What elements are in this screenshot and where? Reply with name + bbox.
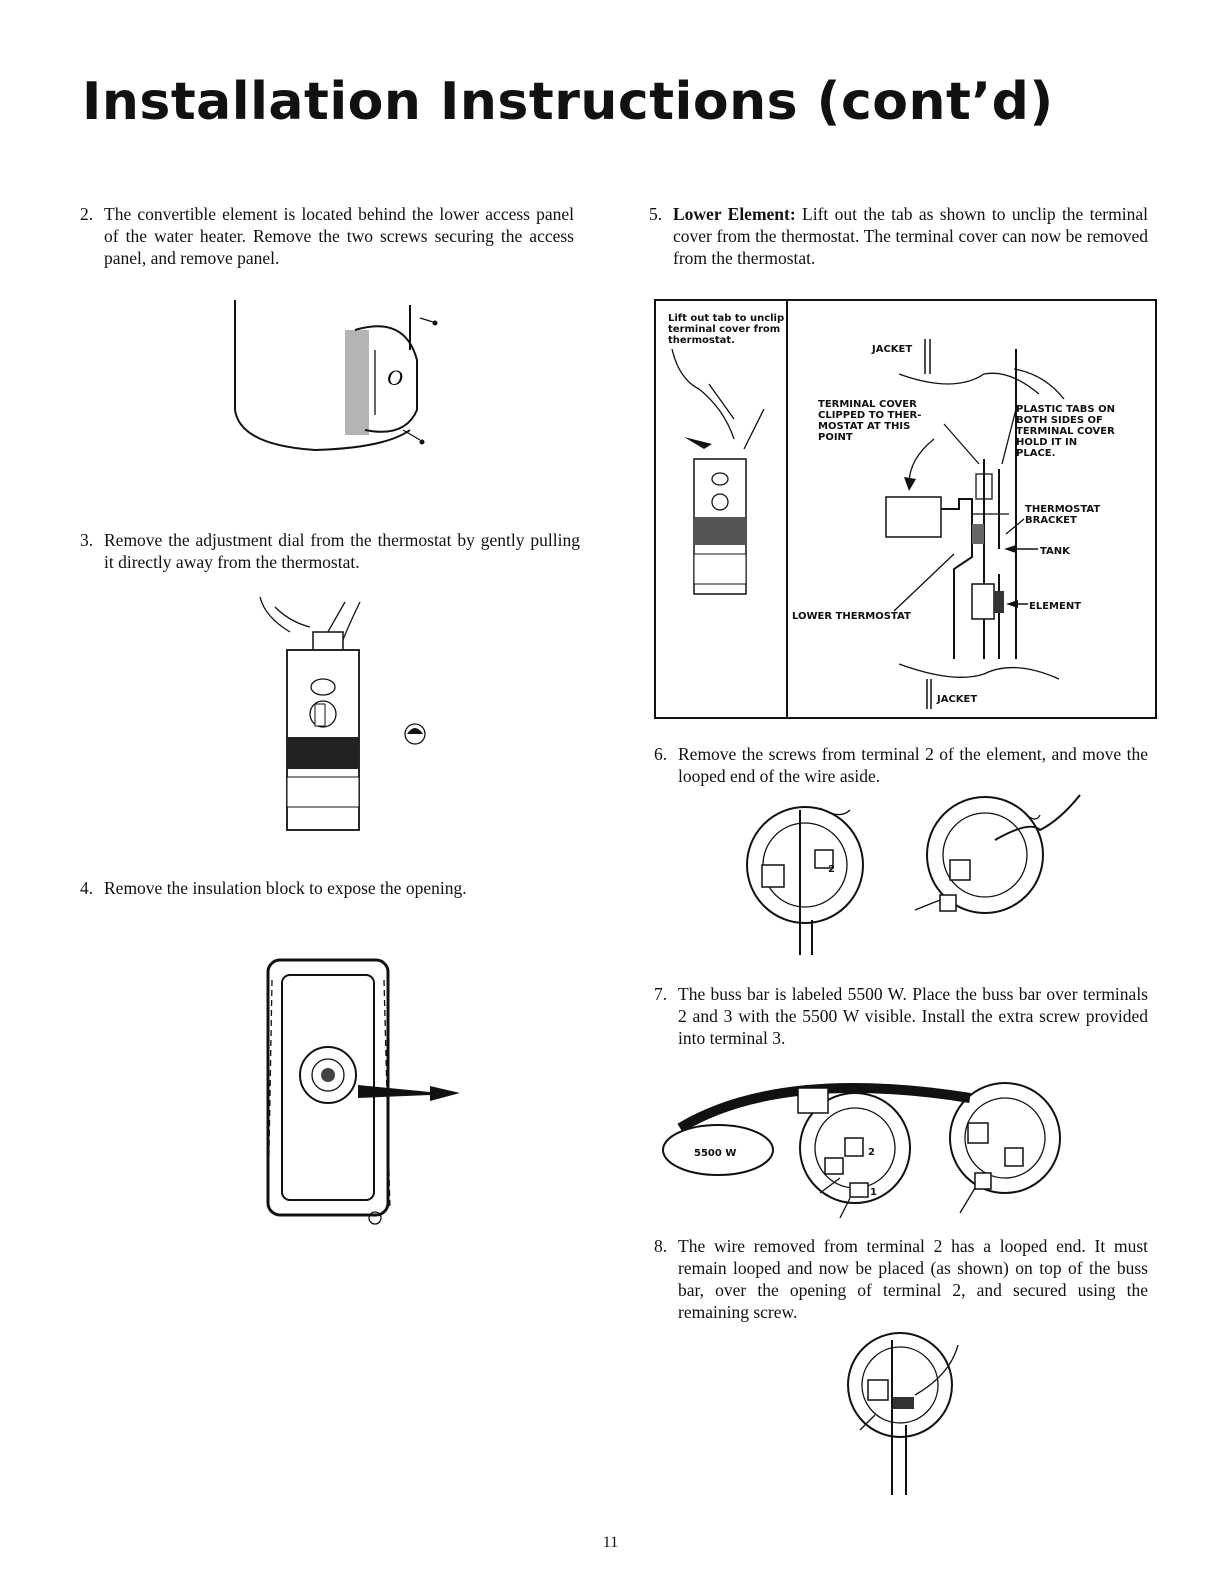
page-number: 11 — [602, 1534, 619, 1551]
inset-caption-line: Lift out tab to unclip — [668, 313, 784, 324]
inset-caption-line: terminal cover from — [668, 324, 780, 335]
step-number: 7. — [654, 984, 668, 1004]
access-panel-illustration: O — [234, 300, 438, 452]
terminal-cover-label: POINT — [818, 432, 853, 443]
step-3: 3. Remove the adjustment dial from the t… — [80, 529, 580, 573]
step-number: 2. — [80, 204, 94, 224]
terminal-label: 2 — [868, 1147, 875, 1158]
step-8: 8. The wire removed from terminal 2 has … — [654, 1235, 1148, 1323]
terminal-cover-diagram: Lift out tab to unclip terminal cover fr… — [654, 299, 1157, 719]
step-5: 5. Lower Element: Lift out the tab as sh… — [649, 203, 1148, 269]
element-label: ELEMENT — [1029, 601, 1081, 612]
step-text: The convertible element is located behin… — [104, 204, 574, 268]
jacket-bottom-label: JACKET — [936, 694, 977, 705]
buss-bar-illustration: 5500 W 2 1 — [662, 1082, 1061, 1219]
tank-label: TANK — [1040, 546, 1071, 557]
inset-caption-line: thermostat. — [668, 335, 735, 346]
step-text: The buss bar is labeled 5500 W. Place th… — [678, 984, 1148, 1048]
step-number: 3. — [80, 530, 94, 550]
step-number: 5. — [649, 204, 663, 224]
plastic-tabs-label: TERMINAL COVER — [1016, 426, 1115, 437]
step-number: 6. — [654, 744, 668, 764]
terminal-label: 1 — [870, 1187, 877, 1198]
step-number: 4. — [80, 878, 94, 898]
terminal-label: 2 — [828, 864, 835, 875]
page-title: Installation Instructions (cont’d) — [82, 72, 1054, 132]
thermostat-bracket-label: BRACKET — [1025, 515, 1077, 526]
remove-screw-illustration: 2 — [746, 794, 1081, 955]
step-4: 4. Remove the insulation block to expose… — [80, 877, 574, 899]
plastic-tabs-label: BOTH SIDES OF — [1016, 415, 1103, 426]
looped-wire-illustration — [847, 1332, 959, 1495]
plastic-tabs-label: PLACE. — [1016, 448, 1055, 459]
insulation-block-illustration — [266, 958, 460, 1225]
thermostat-dial-illustration — [259, 596, 426, 831]
lower-thermostat-label: LOWER THERMOSTAT — [792, 611, 911, 622]
jacket-top-label: JACKET — [871, 344, 912, 355]
step-2: 2. The convertible element is located be… — [80, 203, 574, 269]
plastic-tabs-label: PLASTIC TABS ON — [1016, 404, 1115, 415]
terminal-cover-label: CLIPPED TO THER- — [818, 410, 921, 421]
step-text: Lift out the tab as shown to unclip the … — [673, 204, 1148, 268]
terminal-cover-label: MOSTAT AT THIS — [818, 421, 910, 432]
step-text: Remove the insulation block to expose th… — [104, 878, 467, 898]
step-text: The wire removed from terminal 2 has a l… — [678, 1236, 1148, 1322]
plastic-tabs-label: HOLD IT IN — [1016, 437, 1077, 448]
terminal-cover-label: TERMINAL COVER — [818, 399, 917, 410]
panel-letter: O — [387, 365, 403, 390]
buss-bar-label: 5500 W — [694, 1148, 736, 1159]
step-text: Remove the screws from terminal 2 of the… — [678, 744, 1148, 786]
step-number: 8. — [654, 1236, 668, 1256]
step-lead: Lower Element: — [673, 204, 796, 224]
step-text: Remove the adjustment dial from the ther… — [104, 530, 580, 572]
step-6: 6. Remove the screws from terminal 2 of … — [654, 743, 1148, 787]
thermostat-bracket-label: THERMOSTAT — [1025, 504, 1100, 515]
step-7: 7. The buss bar is labeled 5500 W. Place… — [654, 983, 1148, 1049]
